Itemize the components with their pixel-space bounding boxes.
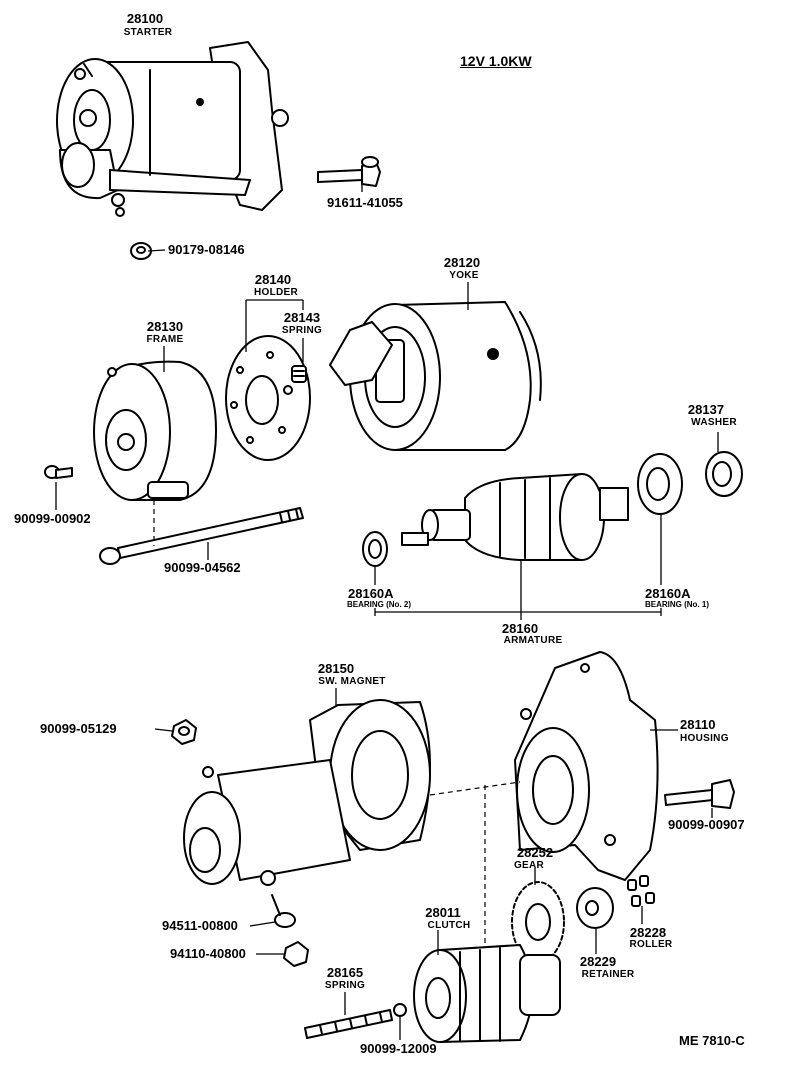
nut-90099-05129-part-number: 90099-05129 xyxy=(40,721,117,736)
screw-90099-00902-part-number: 90099-00902 xyxy=(14,511,91,526)
clutch-part-name: CLUTCH xyxy=(427,920,471,931)
washer-94511-drawing xyxy=(271,894,296,928)
gear-part-number: 28252 xyxy=(516,845,554,860)
bolt-91611-drawing xyxy=(317,156,381,187)
housing-part-name: HOUSING xyxy=(680,733,729,744)
holder-part-number: 28140 xyxy=(254,272,292,287)
holder-part-name: HOLDER xyxy=(253,287,299,298)
starter-part-number: 28100 xyxy=(126,11,164,26)
nut-90179-part-number: 90179-08146 xyxy=(168,242,245,257)
retainer-part-name: RETAINER xyxy=(581,969,635,980)
starter-drawing xyxy=(56,41,289,217)
yoke-part-number: 28120 xyxy=(443,255,481,270)
retainer-28229-drawing xyxy=(576,887,614,929)
nut-90099-05129-drawing xyxy=(171,719,197,745)
sw-magnet-part-name: SW. MAGNET xyxy=(318,676,386,687)
roller-part-name: ROLLER xyxy=(629,939,673,950)
bolt-90099-00907-part-number: 90099-00907 xyxy=(668,817,745,832)
ball-90099-12009-drawing xyxy=(393,1003,407,1017)
washer-28137-part-name: WASHER xyxy=(691,417,737,428)
roller-part-number: 28228 xyxy=(629,925,667,940)
bearing-no2-drawing xyxy=(362,531,388,567)
armature-part-number: 28160 xyxy=(501,621,539,636)
screw-90099-00902-drawing xyxy=(44,465,73,479)
nut-94110-part-number: 94110-40800 xyxy=(170,946,246,961)
spring-28165-part-name: SPRING xyxy=(324,980,366,991)
bearing-no1-part-number: 28160A xyxy=(645,586,691,601)
washer-28137-drawing xyxy=(705,451,743,497)
frame-part-number: 28130 xyxy=(146,319,184,334)
spring-28143-part-number: 28143 xyxy=(283,310,321,325)
ball-90099-12009-part-number: 90099-12009 xyxy=(360,1041,437,1056)
leader-lines xyxy=(55,182,719,1040)
gear-part-name: GEAR xyxy=(513,860,545,871)
clutch-28011-drawing xyxy=(413,944,561,1043)
holder-drawing xyxy=(225,335,311,461)
reference-code: ME 7810-C xyxy=(679,1033,745,1048)
spring-28143-part-name: SPRING xyxy=(281,325,323,336)
bearing-no1-drawing xyxy=(637,453,683,515)
spring-28143-drawing xyxy=(291,365,307,383)
diagram-title: 12V 1.0KW xyxy=(460,53,532,69)
spring-28165-part-number: 28165 xyxy=(326,965,364,980)
thru-bolt-part-number: 90099-04562 xyxy=(164,560,241,575)
yoke-part-name: YOKE xyxy=(449,270,479,281)
housing-drawing xyxy=(514,651,659,881)
roller-28228-drawing xyxy=(627,875,655,907)
bolt-91611-part-number: 91611-41055 xyxy=(327,195,403,210)
alignment-lines xyxy=(153,500,521,948)
sw-magnet-part-number: 28150 xyxy=(317,661,355,676)
spring-28165-drawing xyxy=(304,1009,393,1039)
yoke-drawing xyxy=(329,301,542,451)
housing-part-number: 28110 xyxy=(680,717,716,732)
washer-94511-part-number: 94511-00800 xyxy=(162,918,238,933)
armature-part-name: ARMATURE xyxy=(503,635,563,646)
bolt-90099-00907-drawing xyxy=(664,779,735,809)
clutch-part-number: 28011 xyxy=(425,905,461,920)
bearing-no1-part-name: BEARING (No. 1) xyxy=(645,600,709,609)
bearing-no2-part-name: BEARING (No. 2) xyxy=(347,600,411,609)
frame-drawing xyxy=(93,360,217,501)
bearing-no2-part-number: 28160A xyxy=(348,586,394,601)
retainer-part-number: 28229 xyxy=(579,954,617,969)
thru-bolt-drawing xyxy=(99,507,304,565)
starter-part-name: STARTER xyxy=(123,27,173,38)
armature-drawing xyxy=(401,473,629,561)
washer-28137-part-number: 28137 xyxy=(687,402,725,417)
sw-magnet-drawing xyxy=(183,699,431,886)
nut-94110-drawing xyxy=(283,941,309,967)
frame-part-name: FRAME xyxy=(146,334,184,345)
nut-90179-drawing xyxy=(130,242,152,260)
